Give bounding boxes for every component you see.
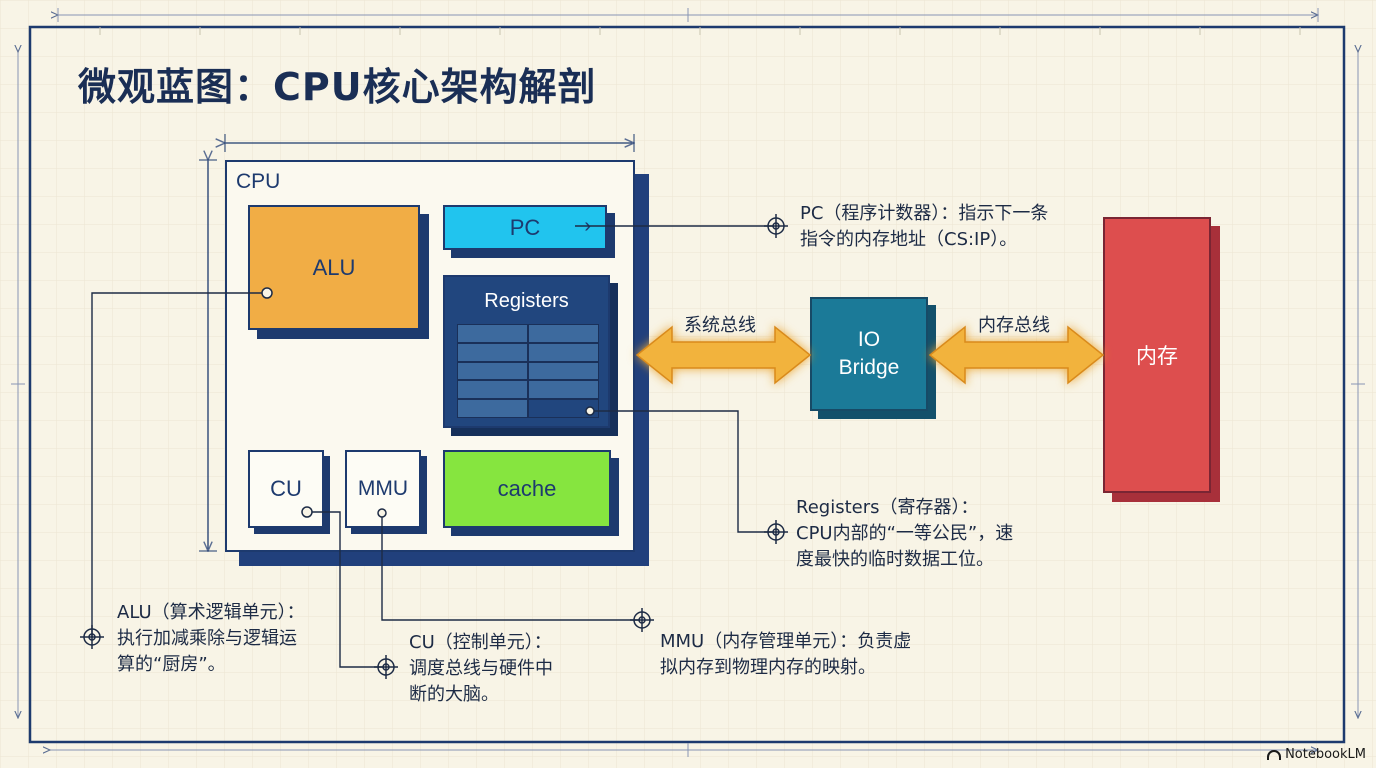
- cu-annotation-line3: 断的大脑。: [409, 684, 499, 705]
- cu-block: CU: [248, 450, 324, 528]
- page-title: 微观蓝图：CPU核心架构解剖: [78, 65, 597, 109]
- target-icon: [764, 520, 788, 544]
- registers-annotation-line2: CPU内部的“一等公民”，速: [796, 523, 1014, 544]
- target-icon: [374, 655, 398, 679]
- mmu-annotation-line2: 拟内存到物理内存的映射。: [660, 657, 876, 678]
- registers-label: Registers: [484, 290, 569, 312]
- registers-annotation-line3: 度最快的临时数据工位。: [796, 549, 994, 570]
- target-icon: [630, 608, 654, 632]
- mmu-annotation-line1: MMU（内存管理单元）：负责虚: [660, 631, 912, 652]
- mmu-label: MMU: [357, 477, 409, 500]
- cu-annotation-line2: 调度总线与硬件中: [409, 658, 553, 679]
- pc-annotation-line1: PC（程序计数器）：指示下一条: [800, 203, 1049, 224]
- target-icon: [764, 214, 788, 238]
- pc-annotation: PC（程序计数器）：指示下一条 指令的内存地址（CS:IP）。: [800, 201, 1048, 253]
- watermark-text: NotebookLM: [1285, 747, 1366, 762]
- memory-bus-label: 内存总线: [978, 315, 1050, 336]
- alu-annotation-line3: 算的“厨房”。: [117, 654, 226, 675]
- io-bridge-line1: IO: [857, 328, 881, 351]
- notebooklm-logo: [1267, 749, 1282, 760]
- alu-annotation-line2: 执行加减乘除与逻辑运: [117, 628, 297, 649]
- cu-annotation: CU（控制单元）： 调度总线与硬件中 断的大脑。: [409, 630, 553, 708]
- memory-bus-arrow: [928, 325, 1105, 385]
- target-icon: [80, 625, 104, 649]
- register-cells: [457, 324, 599, 418]
- memory-label: 内存: [1136, 345, 1178, 368]
- registers-annotation-line1: Registers（寄存器）：: [796, 497, 979, 518]
- mmu-annotation: MMU（内存管理单元）：负责虚 拟内存到物理内存的映射。: [660, 629, 911, 681]
- cache-label: cache: [497, 476, 557, 501]
- alu-annotation: ALU（算术逻辑单元）： 执行加减乘除与逻辑运 算的“厨房”。: [117, 600, 305, 678]
- cu-label: CU: [270, 476, 302, 501]
- cu-annotation-line1: CU（控制单元）：: [409, 632, 552, 653]
- registers-block: Registers: [443, 275, 610, 428]
- memory-block: 内存: [1103, 217, 1211, 493]
- alu-label: ALU: [312, 254, 356, 280]
- alu-block: ALU: [248, 205, 420, 330]
- cpu-label: CPU: [236, 170, 281, 193]
- cache-block: cache: [443, 450, 611, 528]
- io-bridge-line2: Bridge: [838, 356, 900, 379]
- pc-annotation-line2: 指令的内存地址（CS:IP）。: [800, 229, 1018, 250]
- alu-annotation-line1: ALU（算术逻辑单元）：: [117, 602, 305, 623]
- registers-annotation: Registers（寄存器）： CPU内部的“一等公民”，速 度最快的临时数据工…: [796, 495, 1013, 573]
- io-bridge-block: IO Bridge: [810, 297, 928, 411]
- system-bus-arrow: [635, 325, 812, 385]
- pc-block: PC ›: [443, 205, 607, 250]
- pc-label: PC: [509, 214, 541, 240]
- system-bus-label: 系统总线: [684, 315, 756, 336]
- notebooklm-watermark: NotebookLM: [1267, 747, 1366, 762]
